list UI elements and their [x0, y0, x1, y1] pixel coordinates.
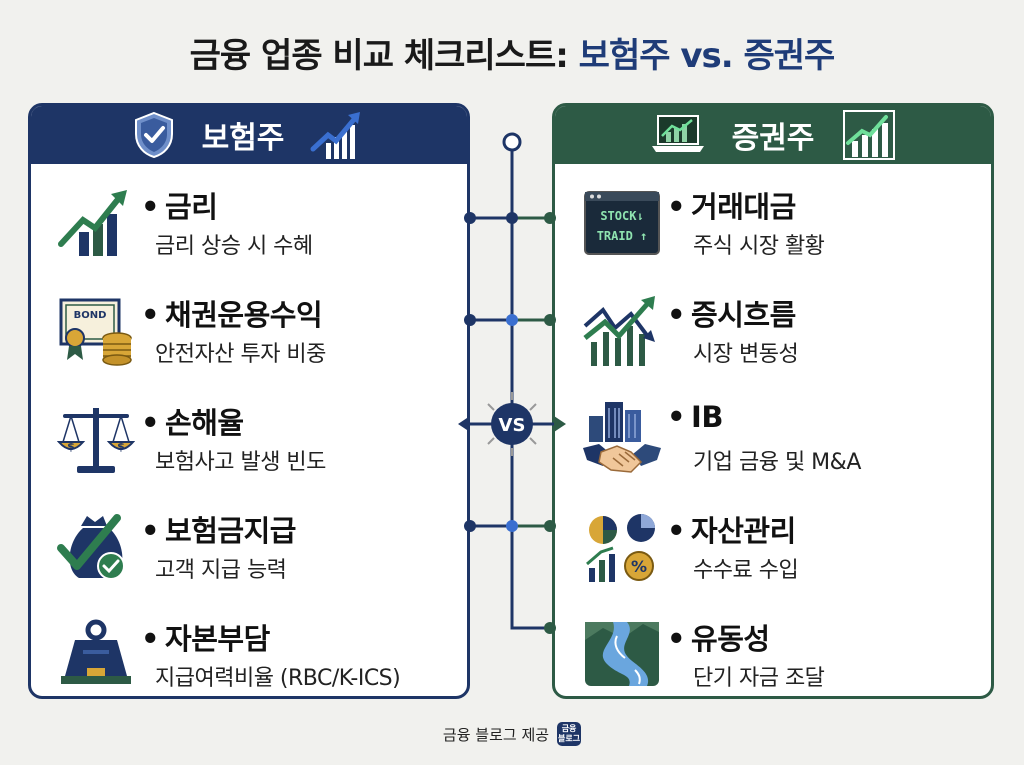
insurance-item-title: 금리 [141, 184, 218, 226]
shield-check-icon [134, 111, 173, 159]
securities-item-volume: STOCK⇂ TRAID ↑ 거래대금 주식 시장 활황 [555, 176, 991, 276]
insurance-item-bond: BOND 채권운용수익 안전자산 투자 비중 [31, 284, 467, 384]
page-title-highlight: 보험주 vs. 증권주 [578, 36, 836, 76]
svg-text:%: % [631, 557, 647, 576]
insurance-item-title: 손해율 [141, 400, 244, 442]
ticker-line-1: STOCK⇂ [600, 209, 643, 223]
money-bag-check-icon [57, 514, 125, 580]
rising-chart-icon [58, 190, 127, 256]
insurance-item-claims: 보험금지급 고객 지급 능력 [31, 500, 467, 600]
ticker-line-2: TRAID ↑ [597, 229, 648, 243]
vs-burst [487, 392, 537, 456]
securities-item-subtitle: 수수료 수입 [693, 558, 799, 583]
insurance-header-label: 보험주 [201, 121, 285, 156]
growth-chart-icon [843, 110, 896, 160]
insurance-item-capital: 자본부담 지급여력비율 (RBC/K-ICS) [31, 608, 467, 696]
insurance-item-loss-ratio: $ $ 손해율 보험사고 발생 빈도 [31, 392, 467, 492]
insurance-item-subtitle: 지급여력비율 (RBC/K-ICS) [155, 666, 401, 691]
bond-certificate-icon: BOND [59, 298, 132, 366]
arrow-left-icon [458, 416, 470, 432]
securities-header-label: 증권주 [731, 121, 815, 156]
footer-badge-line1: 금융 [561, 724, 577, 733]
connector-nodes [464, 212, 556, 634]
securities-item-wealth: % 자산관리 수수료 수입 [555, 500, 991, 600]
securities-item-subtitle: 단기 자금 조달 [693, 666, 825, 691]
insurance-item-subtitle: 고객 지급 능력 [155, 558, 287, 583]
market-flow-icon [583, 296, 655, 366]
securities-item-market: 증시흐름 시장 변동성 [555, 284, 991, 384]
securities-item-liquidity: 유동성 단기 자금 조달 [555, 608, 991, 696]
weight-icon [61, 619, 131, 684]
page-title: 금융 업종 비교 체크리스트: 보험주 vs. 증권주 [0, 28, 1024, 77]
growth-chart-icon [310, 112, 361, 159]
vs-badge [491, 403, 533, 445]
arrow-right-icon [554, 416, 566, 432]
insurance-item-subtitle: 보험사고 발생 빈도 [155, 450, 326, 475]
handshake-buildings-icon [583, 402, 661, 473]
bond-label: BOND [74, 310, 107, 321]
securities-item-title: 유동성 [667, 616, 770, 658]
securities-item-ib: IB 기업 금융 및 M&A [555, 392, 991, 492]
river-icon [585, 622, 659, 686]
svg-text:$: $ [67, 440, 75, 453]
securities-item-title: 거래대금 [667, 184, 796, 226]
securities-item-subtitle: 기업 금융 및 M&A [693, 450, 861, 475]
asset-pie-icon: % [586, 514, 655, 582]
insurance-item-subtitle: 안전자산 투자 비중 [155, 342, 326, 367]
securities-item-subtitle: 시장 변동성 [693, 342, 799, 367]
insurance-item-title: 보험금지급 [141, 508, 296, 550]
securities-panel-header: 증권주 [555, 106, 991, 164]
securities-item-subtitle: 주식 시장 활황 [693, 234, 825, 259]
insurance-panel-header: 보험주 [31, 106, 467, 164]
svg-text:$: $ [117, 440, 125, 453]
insurance-item-title: 채권운용수익 [141, 292, 323, 334]
vs-label: VS [499, 415, 526, 436]
insurance-item-interest: 금리 금리 상승 시 수혜 [31, 176, 467, 276]
connector-top-node [502, 132, 522, 152]
securities-item-title: 자산관리 [667, 508, 796, 550]
laptop-chart-icon [651, 115, 704, 152]
insurance-item-subtitle: 금리 상승 시 수혜 [155, 234, 313, 259]
securities-item-title: IB [667, 400, 723, 434]
page-title-main: 금융 업종 비교 체크리스트: [189, 36, 569, 76]
balance-scale-icon: $ $ [57, 408, 135, 473]
connector-branches-green [512, 216, 550, 528]
securities-panel: 증권주 STOCK⇂ TRAID ↑ 거래대금 주식 시장 활황 [552, 103, 994, 699]
footer-badge-line2: 블로그 [558, 734, 581, 743]
insurance-panel: 보험주 금리 금리 상승 시 수혜 BOND [28, 103, 470, 699]
securities-item-title: 증시흐름 [667, 292, 796, 334]
stock-ticker-icon: STOCK⇂ TRAID ↑ [584, 191, 660, 255]
footer-text: 금융 블로그 제공 [442, 725, 550, 744]
insurance-item-title: 자본부담 [141, 616, 270, 658]
